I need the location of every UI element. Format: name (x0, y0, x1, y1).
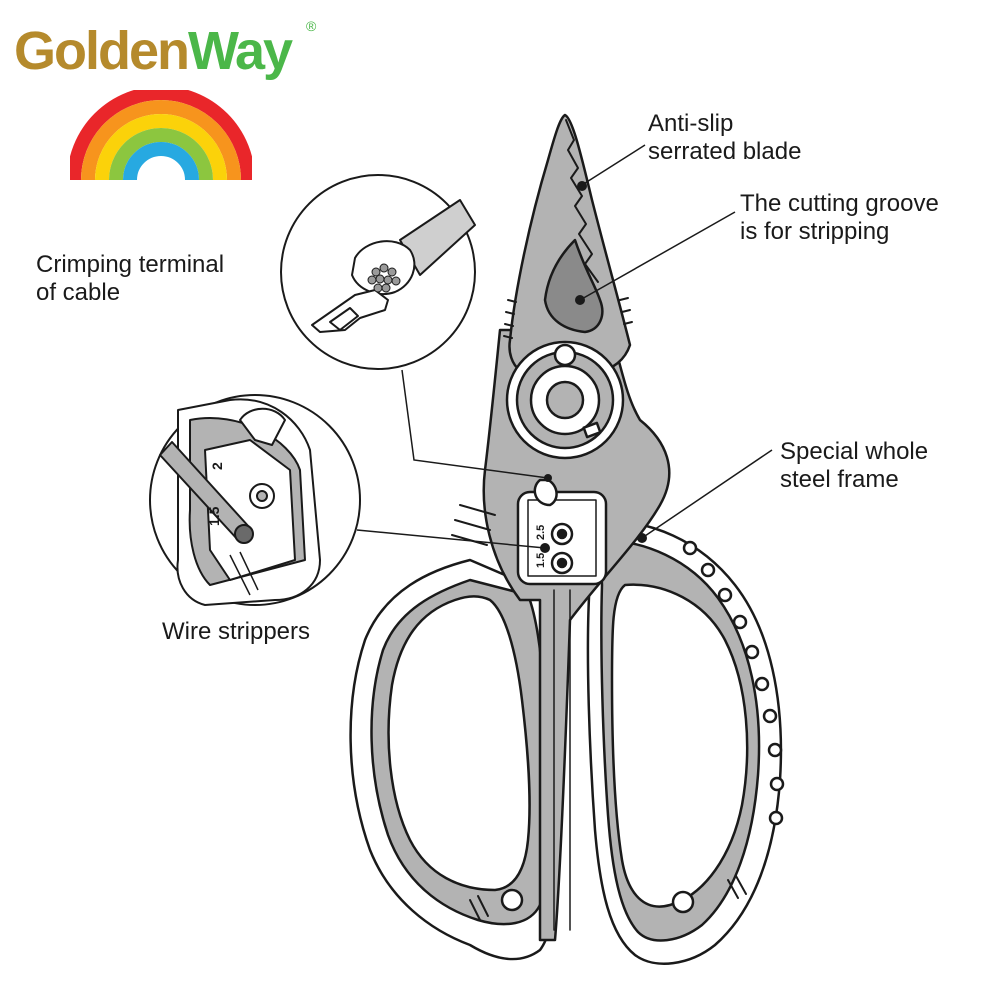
leader-anti-slip (581, 144, 646, 186)
callout-crimping: Crimping terminal of cable (36, 251, 225, 306)
left-finger-hole (387, 595, 531, 892)
brand-name-green: Way (188, 21, 293, 81)
registered-mark: ® (306, 18, 317, 34)
brand-logo: GoldenWay ® (14, 18, 334, 181)
wire-stripper-detail: 2 1.5 (159, 398, 321, 606)
gauge-mark-upper: 2.5 (535, 525, 547, 540)
leader-crimp (401, 369, 549, 479)
leader-strip (356, 529, 546, 549)
brand-name-gold: Golden (14, 21, 190, 81)
leader-frame (641, 449, 773, 539)
crimp-terminal-detail (311, 199, 476, 333)
cutting-groove (543, 238, 604, 334)
callout-wire-strippers: Wire strippers (162, 618, 311, 645)
gauge-mark-lower: 1.5 (535, 553, 547, 568)
brand-wordmark: GoldenWay (14, 18, 293, 84)
callout-steel-frame: Special whole steel frame (780, 438, 929, 493)
callout-cutting-groove: The cutting groove is for stripping (740, 190, 939, 245)
zoom-gauge-lower: 1.5 (206, 506, 222, 526)
steel-frame (482, 328, 671, 942)
zoom-gauge-upper: 2 (209, 462, 225, 470)
leader-groove (579, 211, 736, 301)
rainbow-icon (70, 90, 252, 181)
callout-anti-slip: Anti-slip serrated blade (648, 110, 802, 165)
